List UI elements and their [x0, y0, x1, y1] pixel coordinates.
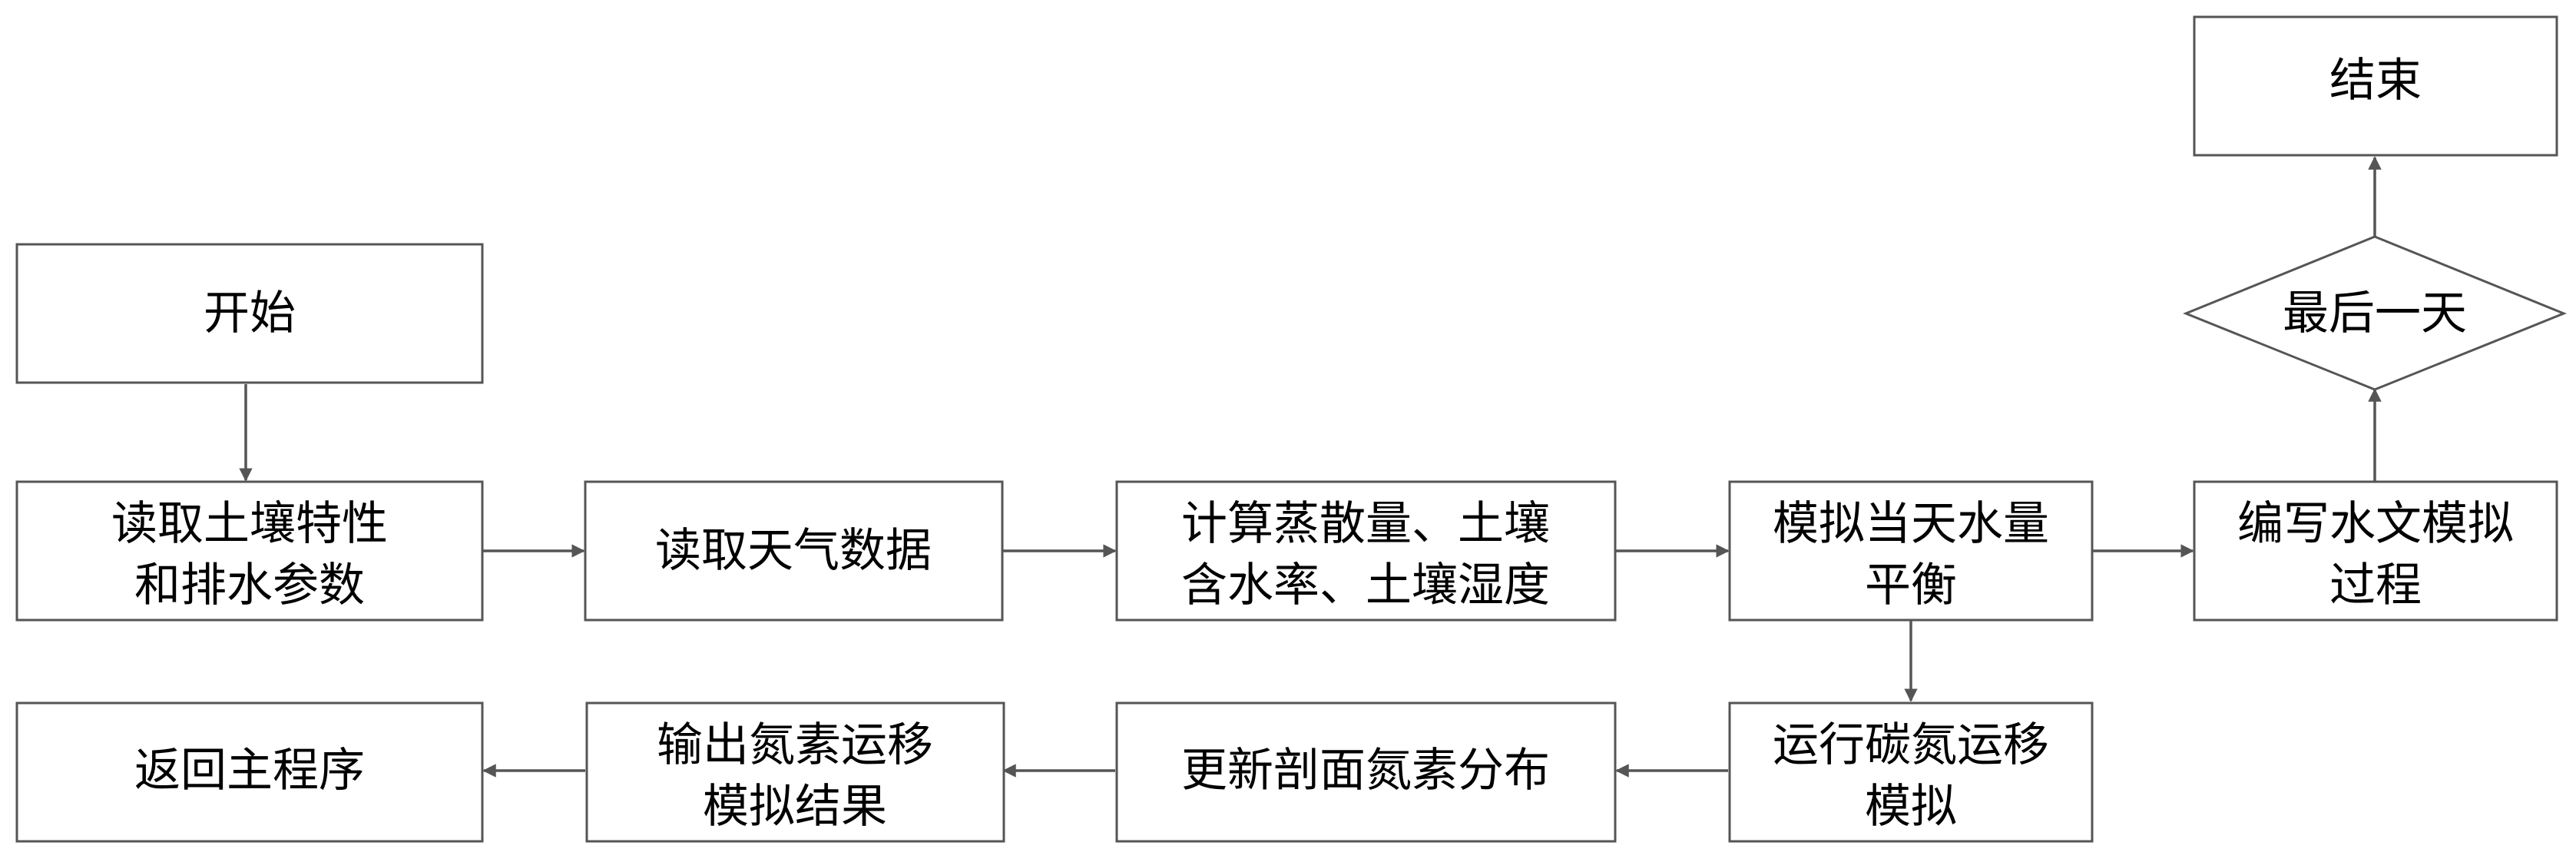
- node-end-label: 结束: [2329, 54, 2422, 108]
- node-calc-et-label-line1: 计算蒸散量、土壤: [1181, 497, 1550, 551]
- node-read-soil-label-line1: 读取土壤特性: [111, 497, 388, 551]
- node-read-weather: 读取天气数据: [584, 480, 1004, 622]
- node-calc-et: 计算蒸散量、土壤 含水率、土壤湿度: [1115, 480, 1617, 622]
- node-output-nitrogen-label-line1: 输出氮素运移: [657, 718, 933, 772]
- node-start: 开始: [15, 243, 484, 384]
- node-calc-et-label-line2: 含水率、土壤湿度: [1181, 559, 1550, 612]
- node-hydro-process-label-line2: 过程: [2329, 559, 2422, 612]
- node-hydro-process-label-line1: 编写水文模拟: [2237, 497, 2514, 551]
- node-water-balance: 模拟当天水量 平衡: [1728, 480, 2094, 622]
- node-output-nitrogen: 输出氮素运移 模拟结果: [585, 701, 1005, 843]
- node-start-label: 开始: [204, 287, 296, 340]
- node-last-day: 最后一天: [2182, 235, 2568, 391]
- node-return-main: 返回主程序: [15, 701, 484, 843]
- node-return-main-label: 返回主程序: [134, 744, 365, 798]
- node-hydro-process: 编写水文模拟 过程: [2193, 480, 2558, 622]
- node-read-soil: 读取土壤特性 和排水参数: [15, 480, 484, 622]
- node-output-nitrogen-label-line2: 模拟结果: [703, 780, 887, 834]
- node-end: 结束: [2193, 15, 2558, 157]
- node-carbon-nitrogen: 运行碳氮运移 模拟: [1728, 701, 2094, 843]
- node-carbon-nitrogen-label-line1: 运行碳氮运移: [1773, 718, 2049, 772]
- node-water-balance-label-line2: 平衡: [1865, 559, 1957, 612]
- edges: [239, 156, 2382, 778]
- node-read-weather-label: 读取天气数据: [655, 524, 932, 578]
- node-water-balance-label-line1: 模拟当天水量: [1773, 497, 2049, 551]
- node-read-soil-label-line2: 和排水参数: [134, 559, 365, 612]
- node-update-nitrogen-label: 更新剖面氮素分布: [1181, 744, 1550, 798]
- node-last-day-label: 最后一天: [2283, 287, 2467, 340]
- node-carbon-nitrogen-label-line2: 模拟: [1865, 780, 1957, 834]
- node-update-nitrogen: 更新剖面氮素分布: [1115, 701, 1617, 843]
